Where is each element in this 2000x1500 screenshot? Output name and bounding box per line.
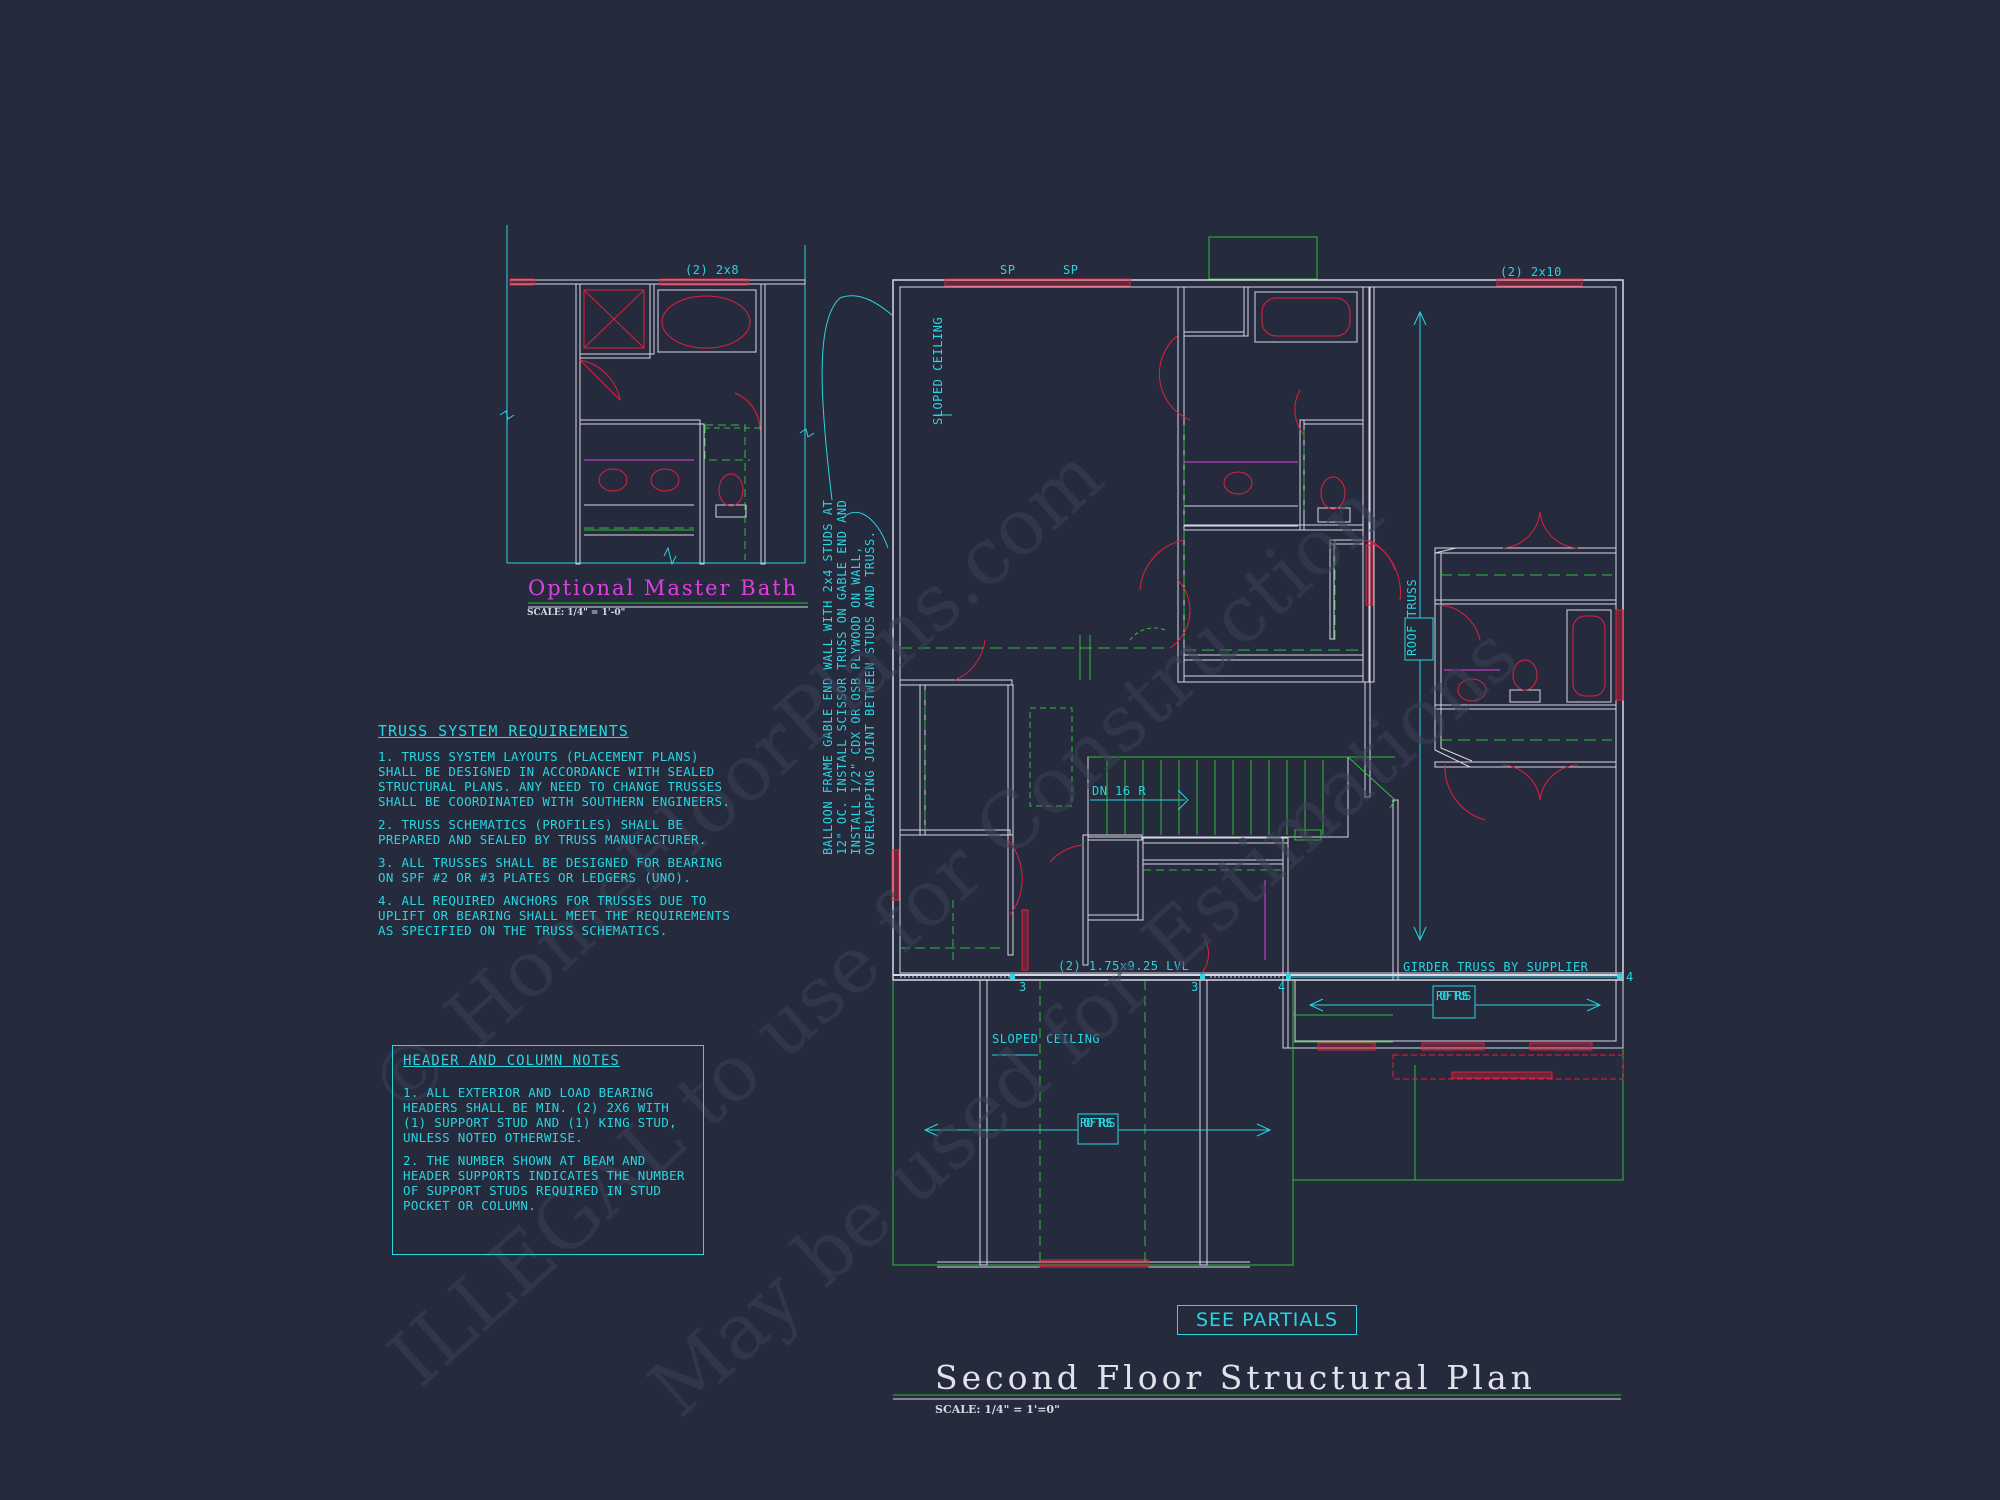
- sloped-ceiling-label: SLOPED CEILING: [931, 317, 945, 425]
- girder-truss-label: GIRDER TRUSS BY SUPPLIER: [1403, 960, 1589, 974]
- truss-note-2: 2. TRUSS SCHEMATICS (PROFILES) SHALL BE …: [378, 817, 707, 847]
- roof-truss-label-2: ROOF TRUSS: [1436, 989, 1472, 1003]
- see-partials-box: SEE PARTIALS: [1177, 1305, 1357, 1335]
- truss-note-3: 3. ALL TRUSSES SHALL BE DESIGNED FOR BEA…: [378, 855, 723, 885]
- balloon-note-line-2: 12" OC. INSTALL SCISSOR TRUSS ON GABLE E…: [835, 500, 849, 855]
- stair-label: DN 16 R: [1092, 784, 1146, 798]
- header-note-2: 2. THE NUMBER SHOWN AT BEAM AND HEADER S…: [403, 1153, 685, 1213]
- balloon-note-line-1: BALLOON FRAME GABLE END WALL WITH 2x4 ST…: [821, 500, 835, 855]
- balloon-note-line-3: INSTALL 1/2" CDX OR OSB PLYWOOD ON WALL,: [849, 546, 863, 855]
- stair-treads: [1106, 760, 1324, 835]
- plan-title: Second Floor Structural Plan: [935, 1358, 1536, 1397]
- header-note-1: 1. ALL EXTERIOR AND LOAD BEARING HEADERS…: [403, 1085, 677, 1145]
- truss-requirements-heading: TRUSS SYSTEM REQUIREMENTS: [378, 722, 629, 740]
- stud-count-4a: 4: [1278, 980, 1286, 994]
- stud-count-4b: 4: [1626, 970, 1634, 984]
- bath-header-label: (2) 2x8: [685, 263, 739, 277]
- optional-master-bath-detail: (2) 2x8: [499, 225, 815, 608]
- sloped-ceiling-label-2: SLOPED CEILING: [992, 1032, 1100, 1046]
- truss-note-4: 4. ALL REQUIRED ANCHORS FOR TRUSSES DUE …: [378, 893, 731, 938]
- second-floor-plan: SP SP (2) 2x10 SLOPED CEILING SLOPED CEI…: [891, 236, 1634, 1400]
- lvl-label: (2) 1.75x9.25 LVL: [1058, 959, 1189, 973]
- balloon-note-line-4: OVERLAPPING JOINT BETWEEN STUDS AND TRUS…: [863, 531, 877, 855]
- truss-note-1: 1. TRUSS SYSTEM LAYOUTS (PLACEMENT PLANS…: [378, 749, 731, 809]
- stud-count-3b: 3: [1191, 980, 1199, 994]
- sp-label-2: SP: [1063, 263, 1078, 277]
- sp-label-1: SP: [1000, 263, 1015, 277]
- bath-detail-scale: SCALE: 1/4" = 1'-0": [527, 608, 626, 618]
- roof-truss-label: ROOF TRUSS: [1080, 1116, 1116, 1130]
- bath-detail-title: Optional Master Bath: [528, 576, 799, 600]
- header-column-notes: HEADER AND COLUMN NOTES 1. ALL EXTERIOR …: [392, 1045, 704, 1255]
- truss-requirements-notes: TRUSS SYSTEM REQUIREMENTS 1. TRUSS SYSTE…: [378, 724, 738, 946]
- header-column-heading: HEADER AND COLUMN NOTES: [403, 1053, 620, 1069]
- plan-scale: SCALE: 1/4" = 1'=0": [935, 1403, 1060, 1416]
- balloon-frame-note: BALLOON FRAME GABLE END WALL WITH 2x4 ST…: [821, 295, 893, 855]
- roof-truss-label-3: ROOF TRUSS: [1405, 579, 1419, 656]
- header-2x10-label: (2) 2x10: [1500, 265, 1562, 279]
- stud-count-3a: 3: [1019, 980, 1027, 994]
